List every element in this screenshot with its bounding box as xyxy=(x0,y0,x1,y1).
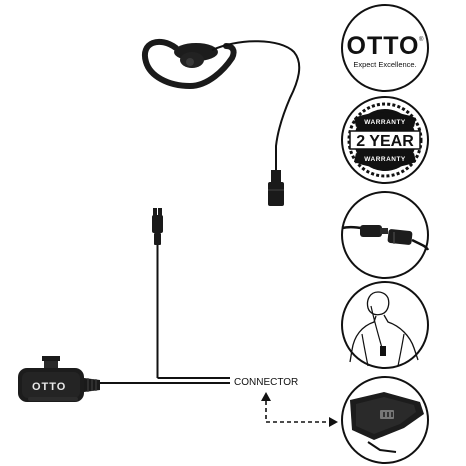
adapter-pin xyxy=(44,360,58,368)
warranty-bottom-text: WARRANTY xyxy=(364,156,406,163)
logo-brand-text: OTTO xyxy=(347,32,420,60)
wearer-illustration-circle xyxy=(341,281,429,369)
otto-logo-circle: OTTO ® Expect Excellence. xyxy=(341,4,429,92)
warranty-top-text: WARRANTY xyxy=(364,119,406,126)
earpiece-cable xyxy=(211,40,301,172)
logo-trademark: ® xyxy=(419,36,424,43)
connector-label: CONNECTOR xyxy=(234,377,298,388)
warranty-middle-text: 2 YEAR xyxy=(356,133,414,150)
quick-disconnect-circle xyxy=(341,191,430,279)
ear-hook-earpiece xyxy=(141,38,301,206)
radio-connector-circle xyxy=(341,376,429,464)
adapter-brand-label: OTTO xyxy=(32,381,66,393)
earpiece-connector xyxy=(271,170,281,184)
ear-hook xyxy=(141,38,237,90)
cable-connector-plug xyxy=(153,208,157,216)
warranty-circle: WARRANTY 2 YEAR WARRANTY xyxy=(341,96,429,184)
mic-cable xyxy=(152,208,230,379)
connector-arrow xyxy=(261,392,338,427)
logo-tagline: Expect Excellence. xyxy=(353,60,416,69)
radio-adapter: OTTO xyxy=(18,356,230,402)
